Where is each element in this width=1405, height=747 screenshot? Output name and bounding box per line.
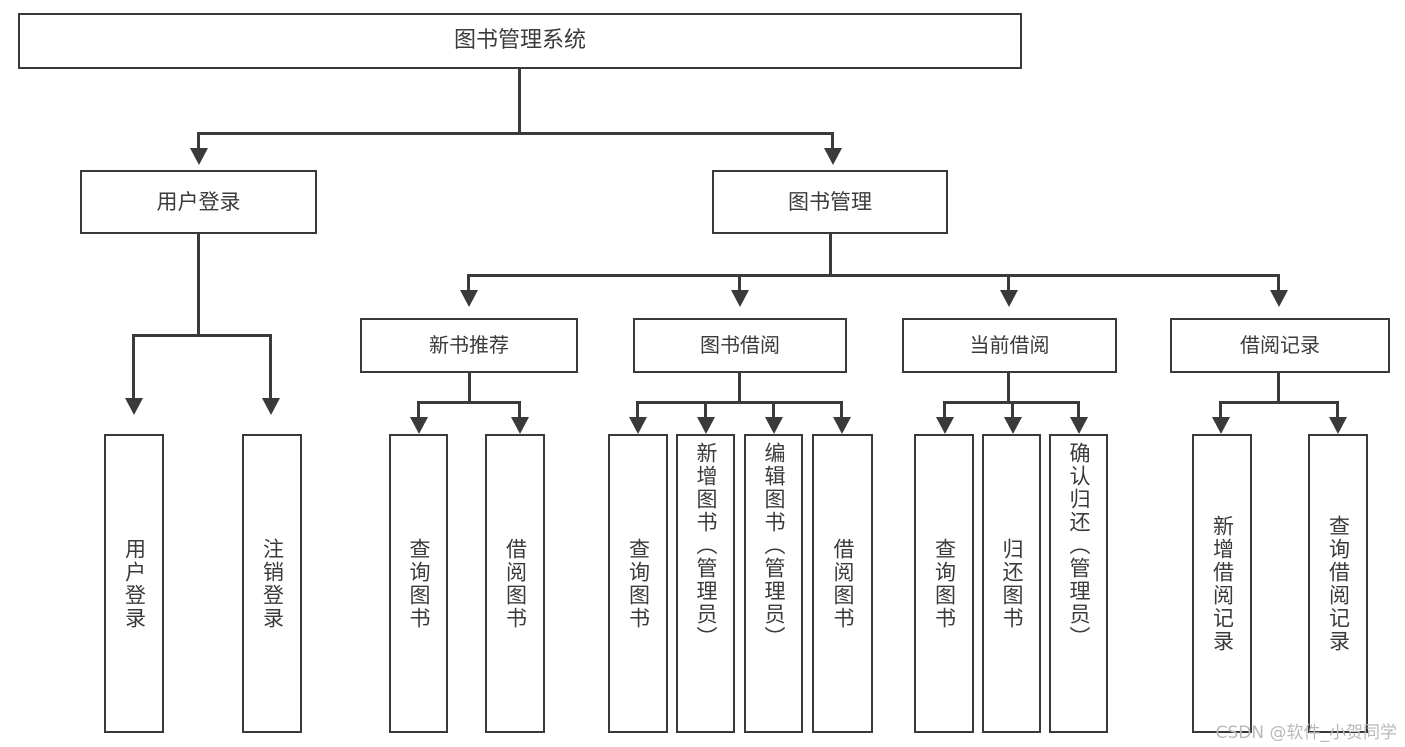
leaf-edit-book-admin[interactable]: 编辑图书（管理员） <box>744 434 803 733</box>
connector-book-borrow-bar <box>636 401 843 404</box>
leaf-label: 注销登录 <box>260 537 285 630</box>
leaf-label: 归还图书 <box>1000 537 1024 630</box>
leaf-query-borrow-record[interactable]: 查询借阅记录 <box>1308 434 1368 733</box>
node-label: 图书管理系统 <box>453 28 586 54</box>
node-user-login[interactable]: 用户登录 <box>80 170 317 234</box>
connector-root-stem <box>518 69 521 134</box>
node-label: 新书推荐 <box>429 332 509 357</box>
leaf-add-borrow-record[interactable]: 新增借阅记录 <box>1192 434 1252 733</box>
arrowhead-bm-current-borrow <box>1000 290 1018 307</box>
connector-new-book-to-leaf-1 <box>417 401 420 421</box>
arrowhead-user-login-leaf-1 <box>125 398 143 415</box>
connector-root-bar <box>197 132 834 135</box>
node-label: 当前借阅 <box>969 332 1050 357</box>
node-book-management[interactable]: 图书管理 <box>712 170 948 234</box>
leaf-label: 查询图书 <box>407 537 431 630</box>
connector-current-borrow-stem <box>1007 373 1010 403</box>
leaf-add-book-admin[interactable]: 新增图书（管理员） <box>676 434 735 733</box>
connector-book-management-bar <box>467 274 1280 277</box>
node-borrow-record[interactable]: 借阅记录 <box>1170 318 1390 373</box>
arrowhead-bm-book-borrow <box>731 290 749 307</box>
arrowhead-current-borrow-leaf-3 <box>1070 417 1088 434</box>
leaf-label: 确认归还（管理员） <box>1067 442 1091 649</box>
connector-book-borrow-stem <box>738 373 741 403</box>
leaf-label: 查询图书 <box>626 537 651 630</box>
connector-book-borrow-to-leaf-1 <box>636 401 639 421</box>
connector-new-book-to-leaf-2 <box>518 401 521 421</box>
leaf-query-book-borrow[interactable]: 查询图书 <box>608 434 668 733</box>
leaf-label: 编辑图书（管理员） <box>762 442 786 649</box>
connector-bm-to-borrow-record <box>1277 274 1280 294</box>
node-label: 借阅记录 <box>1240 332 1320 357</box>
leaf-label: 查询借阅记录 <box>1326 514 1351 653</box>
connector-user-login-to-leaf-2 <box>269 334 272 402</box>
connector-book-management-stem <box>829 234 832 276</box>
connector-borrow-record-stem <box>1277 373 1280 403</box>
connector-user-login-stem <box>197 234 200 336</box>
node-root-book-management-system[interactable]: 图书管理系统 <box>18 13 1022 69</box>
node-current-borrow[interactable]: 当前借阅 <box>902 318 1117 373</box>
leaf-logout[interactable]: 注销登录 <box>242 434 302 733</box>
connector-bm-to-book-borrow <box>738 274 741 294</box>
arrowhead-new-book-leaf-1 <box>410 417 428 434</box>
connector-user-login-bar <box>132 334 269 337</box>
leaf-label: 新增借阅记录 <box>1210 514 1235 653</box>
connector-borrow-record-to-leaf-1 <box>1219 401 1222 421</box>
leaf-label: 查询图书 <box>932 537 957 630</box>
node-new-book-recommend[interactable]: 新书推荐 <box>360 318 578 373</box>
leaf-label: 借阅图书 <box>503 537 528 630</box>
leaf-borrow-book-new-recommend[interactable]: 借阅图书 <box>485 434 545 733</box>
connector-book-borrow-to-leaf-2 <box>704 401 707 421</box>
arrowhead-user-login-leaf-2 <box>262 398 280 415</box>
connector-new-book-bar <box>417 401 521 404</box>
connector-book-borrow-to-leaf-4 <box>840 401 843 421</box>
leaf-query-book-new-recommend[interactable]: 查询图书 <box>389 434 448 733</box>
arrowhead-to-book-management <box>824 148 842 165</box>
arrowhead-current-borrow-leaf-1 <box>936 417 954 434</box>
arrowhead-book-borrow-leaf-2 <box>697 417 715 434</box>
connector-borrow-record-to-leaf-2 <box>1336 401 1339 421</box>
connector-current-borrow-to-leaf-3 <box>1077 401 1080 421</box>
connector-current-borrow-to-leaf-1 <box>943 401 946 421</box>
connector-book-borrow-to-leaf-3 <box>772 401 775 421</box>
connector-bm-to-new-book <box>467 274 470 294</box>
node-label: 图书管理 <box>788 189 872 214</box>
node-book-borrow[interactable]: 图书借阅 <box>633 318 847 373</box>
connector-bm-to-current-borrow <box>1007 274 1010 294</box>
arrowhead-book-borrow-leaf-3 <box>765 417 783 434</box>
leaf-user-login[interactable]: 用户登录 <box>104 434 164 733</box>
arrowhead-current-borrow-leaf-2 <box>1004 417 1022 434</box>
arrowhead-new-book-leaf-2 <box>511 417 529 434</box>
connector-root-to-user-login <box>197 132 200 152</box>
connector-borrow-record-bar <box>1219 401 1339 404</box>
leaf-confirm-return-admin[interactable]: 确认归还（管理员） <box>1049 434 1108 733</box>
connector-new-book-stem <box>468 373 471 403</box>
connector-root-to-book-management <box>831 132 834 152</box>
leaf-query-book-current[interactable]: 查询图书 <box>914 434 974 733</box>
arrowhead-borrow-record-leaf-2 <box>1329 417 1347 434</box>
arrowhead-book-borrow-leaf-1 <box>629 417 647 434</box>
arrowhead-to-user-login <box>190 148 208 165</box>
arrowhead-borrow-record-leaf-1 <box>1212 417 1230 434</box>
leaf-label: 用户登录 <box>122 537 147 630</box>
leaf-label: 新增图书（管理员） <box>694 442 718 649</box>
arrowhead-bm-borrow-record <box>1270 290 1288 307</box>
node-label: 图书借阅 <box>700 332 780 357</box>
arrowhead-bm-new-book <box>460 290 478 307</box>
node-label: 用户登录 <box>156 189 241 214</box>
leaf-label: 借阅图书 <box>831 537 855 630</box>
connector-user-login-to-leaf-1 <box>132 334 135 402</box>
leaf-return-book[interactable]: 归还图书 <box>982 434 1041 733</box>
connector-current-borrow-to-leaf-2 <box>1011 401 1014 421</box>
arrowhead-book-borrow-leaf-4 <box>833 417 851 434</box>
leaf-borrow-book[interactable]: 借阅图书 <box>812 434 873 733</box>
